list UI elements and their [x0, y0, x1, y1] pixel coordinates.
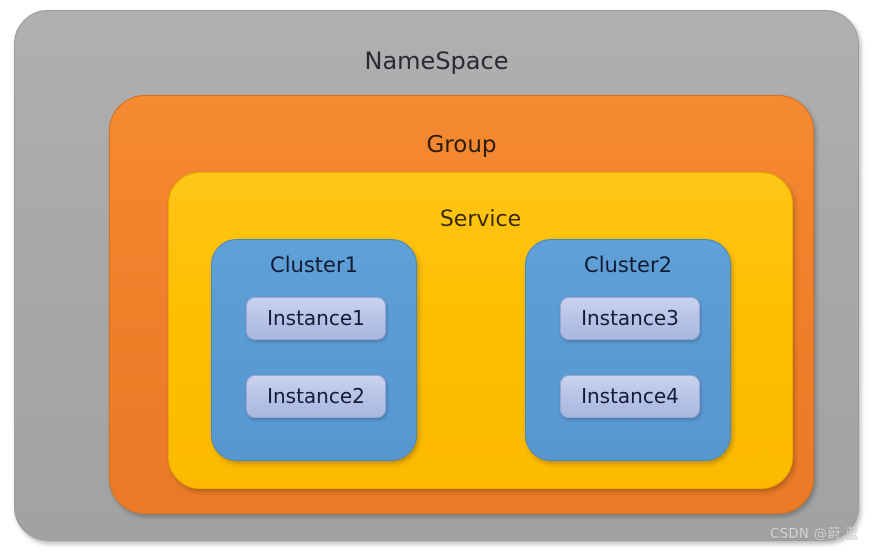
instance-label-3: Instance3	[581, 306, 679, 330]
group-container: Group Service Cluster1 Instance1 Instanc…	[109, 95, 814, 514]
instance-label-4: Instance4	[581, 384, 679, 408]
instance-label-1: Instance1	[267, 306, 365, 330]
instance-box-3: Instance3	[560, 297, 700, 340]
namespace-container: NameSpace Group Service Cluster1 Instanc…	[14, 10, 859, 541]
namespace-label: NameSpace	[364, 47, 509, 75]
instance-label-2: Instance2	[267, 384, 365, 408]
cluster-label-2: Cluster2	[584, 253, 672, 277]
instance-box-4: Instance4	[560, 375, 700, 418]
service-label: Service	[439, 207, 522, 232]
group-label: Group	[426, 132, 497, 158]
instance-box-2: Instance2	[246, 375, 386, 418]
cluster-container-1: Cluster1 Instance1 Instance2	[211, 239, 417, 461]
service-container: Service Cluster1 Instance1 Instance2 Clu…	[168, 172, 793, 489]
cluster-container-2: Cluster2 Instance3 Instance4	[525, 239, 731, 461]
watermark: CSDN @蔚.蓝	[770, 527, 859, 542]
cluster-label-1: Cluster1	[270, 253, 358, 277]
instance-box-1: Instance1	[246, 297, 386, 340]
